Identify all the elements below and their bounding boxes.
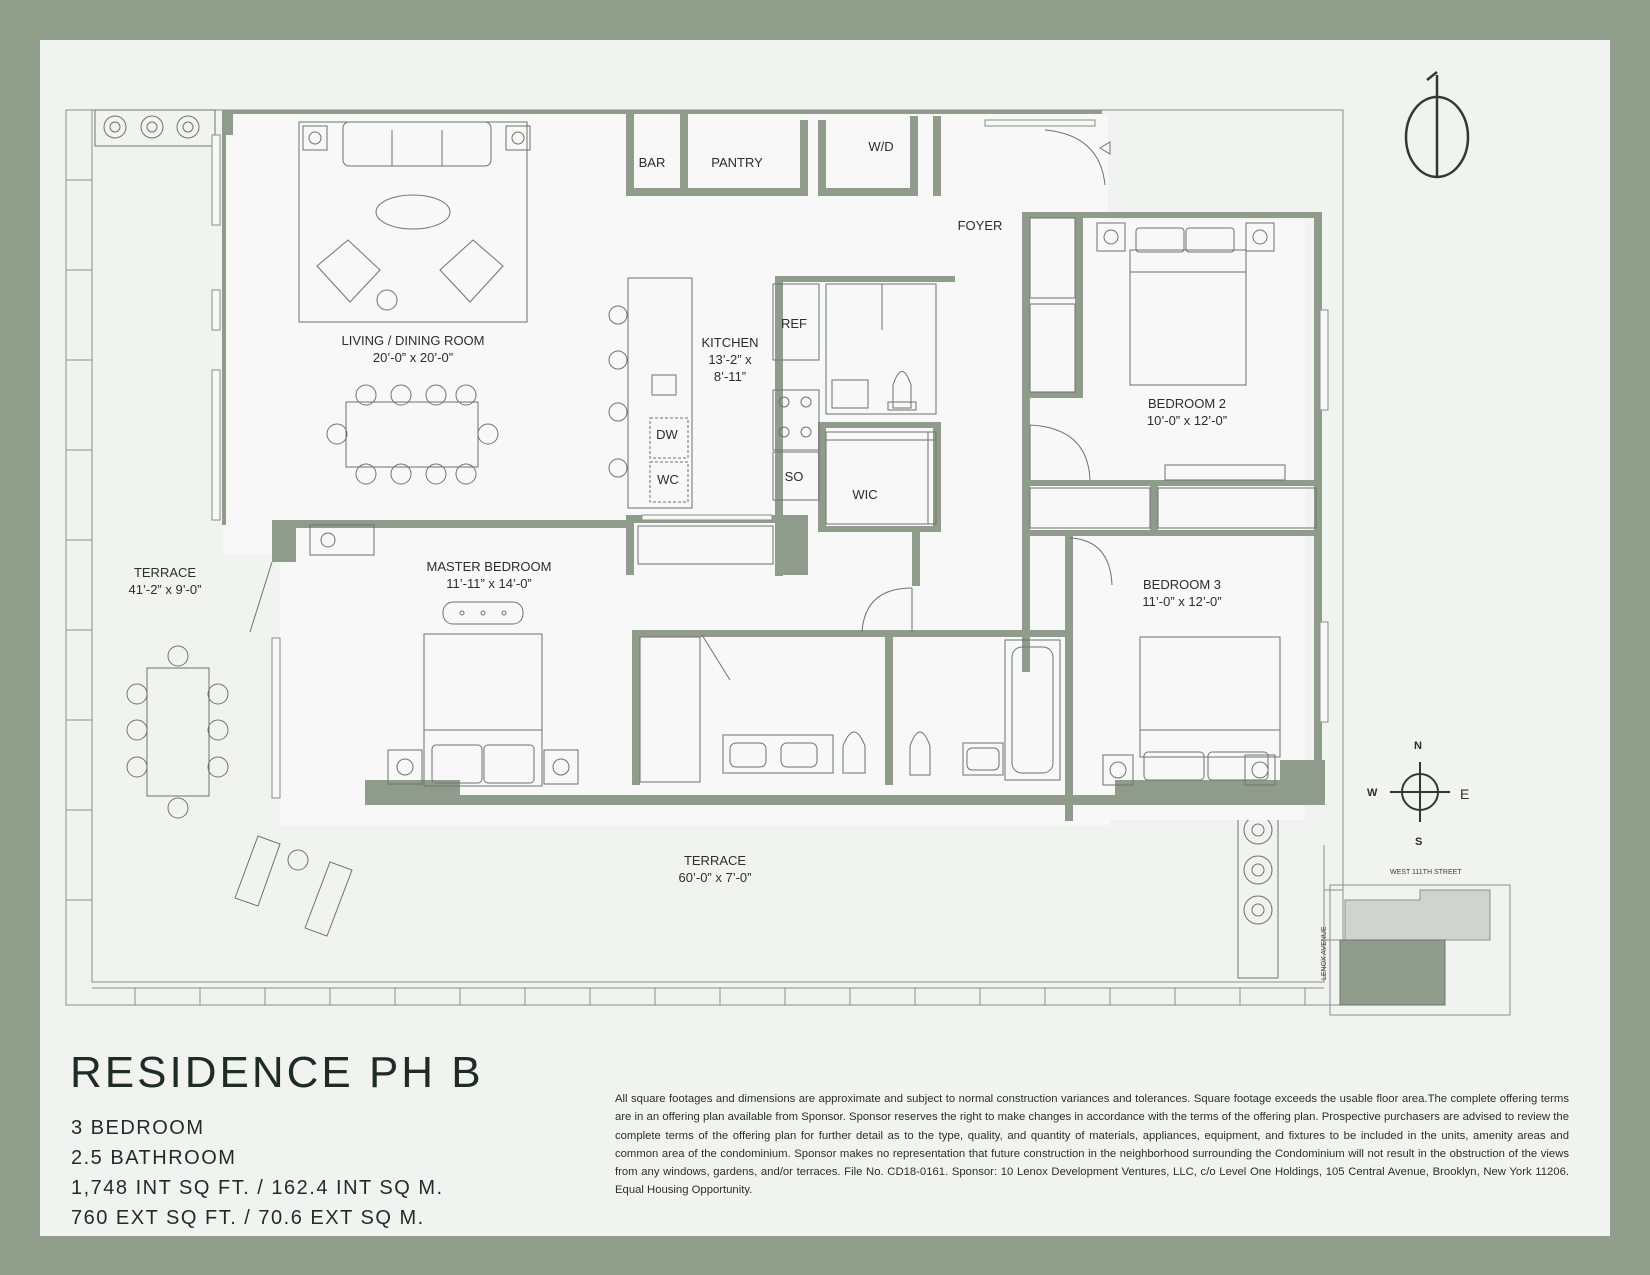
compass-n: N [1414,740,1422,752]
label-bedroom3-dims: 11’-0” x 12’-0” [1142,594,1221,609]
legal-disclaimer: All square footages and dimensions are a… [615,1093,1569,1197]
floor-plan-drawing: N S W E WEST 111TH STREET LENOX AVENUE L… [65,71,1511,1016]
label-master-dims: 11’-11” x 14’-0” [446,576,532,591]
label-terrace-west-dims: 41’-2” x 9’-0” [129,582,202,597]
windows [211,119,1329,799]
spec-exterior-area: 760 EXT SQ FT. / 70.6 EXT SQ M. [71,1207,425,1229]
label-dw: DW [656,427,678,442]
label-bedroom2-dims: 10’-0” x 12’-0” [1147,413,1227,428]
label-wic: WIC [852,487,877,502]
spec-interior-area: 1,748 INT SQ FT. / 162.4 INT SQ M. [71,1177,444,1199]
label-kitchen-dims1: 13’-2” x [708,352,752,367]
label-ref: REF [781,316,807,331]
residence-title: RESIDENCE PH B [70,1048,484,1097]
label-living-dims: 20’-0” x 20’-0” [373,350,453,365]
door-swings [249,129,1113,681]
label-terrace-west: TERRACE [134,565,196,580]
label-kitchen: KITCHEN [701,335,758,350]
north-arrow-logo [1404,71,1470,179]
residence-specs: 3 BEDROOM 2.5 BATHROOM 1,748 INT SQ FT. … [71,1113,444,1233]
walls [222,110,1325,821]
compass-e: E [1460,786,1469,802]
compass-s: S [1415,836,1422,848]
label-bedroom3: BEDROOM 3 [1143,577,1221,592]
label-foyer: FOYER [958,218,1003,233]
label-living: LIVING / DINING ROOM [341,333,484,348]
label-bar: BAR [639,155,666,170]
compass-w: W [1367,787,1378,799]
label-terrace-south-dims: 60’-0” x 7’-0” [679,870,752,885]
label-master: MASTER BEDROOM [427,559,552,574]
room-labels: LIVING / DINING ROOM 20’-0” x 20’-0” KIT… [129,139,1228,885]
label-so: SO [785,469,804,484]
furniture [126,121,1317,937]
planter-north [94,109,216,147]
label-pantry: PANTRY [711,155,763,170]
label-kitchen-dims2: 8’-11” [714,369,746,384]
spec-bathrooms: 2.5 BATHROOM [71,1147,237,1169]
floor-plan-sheet: N S W E WEST 111TH STREET LENOX AVENUE L… [40,40,1610,1236]
label-terrace-south: TERRACE [684,853,746,868]
spec-bedrooms: 3 BEDROOM [71,1117,205,1139]
key-plan: WEST 111TH STREET LENOX AVENUE [1321,869,1511,1016]
interior-floor [223,114,1305,825]
compass: N S W E [1367,740,1469,848]
label-wc: WC [657,472,679,487]
key-plan-street: WEST 111TH STREET [1390,869,1462,876]
label-bedroom2: BEDROOM 2 [1148,396,1226,411]
key-plan-avenue: LENOX AVENUE [1321,926,1328,980]
label-wd: W/D [868,139,893,154]
planter-east [1237,809,1279,979]
